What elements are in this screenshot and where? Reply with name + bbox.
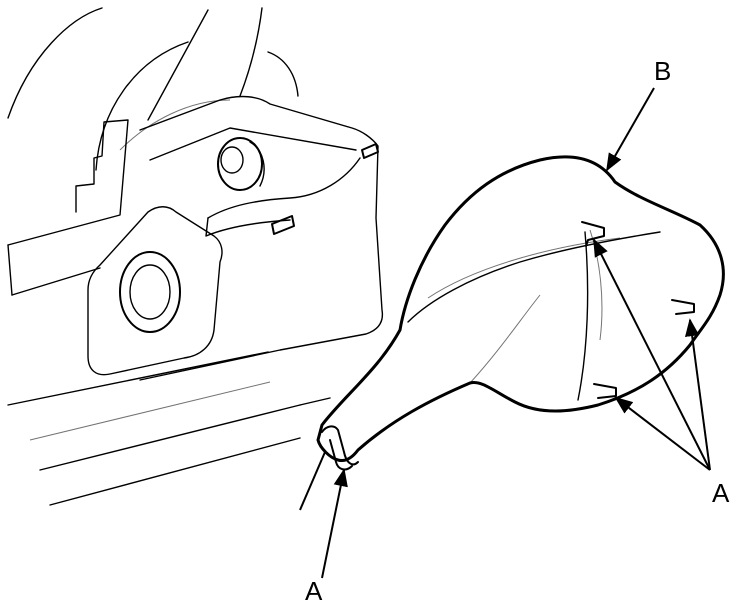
clip-a-leaders xyxy=(299,238,711,579)
callout-a-bottom: A xyxy=(305,576,323,606)
callout-b: B xyxy=(654,56,671,86)
clip-slot-lower xyxy=(593,383,617,399)
vehicle-body-panel xyxy=(7,7,384,506)
cover-b xyxy=(316,155,725,471)
clip-slot-right xyxy=(671,299,695,315)
cover-b-leader xyxy=(606,87,655,172)
callout-a-right: A xyxy=(712,478,730,508)
clip-slot-upper xyxy=(581,221,605,247)
